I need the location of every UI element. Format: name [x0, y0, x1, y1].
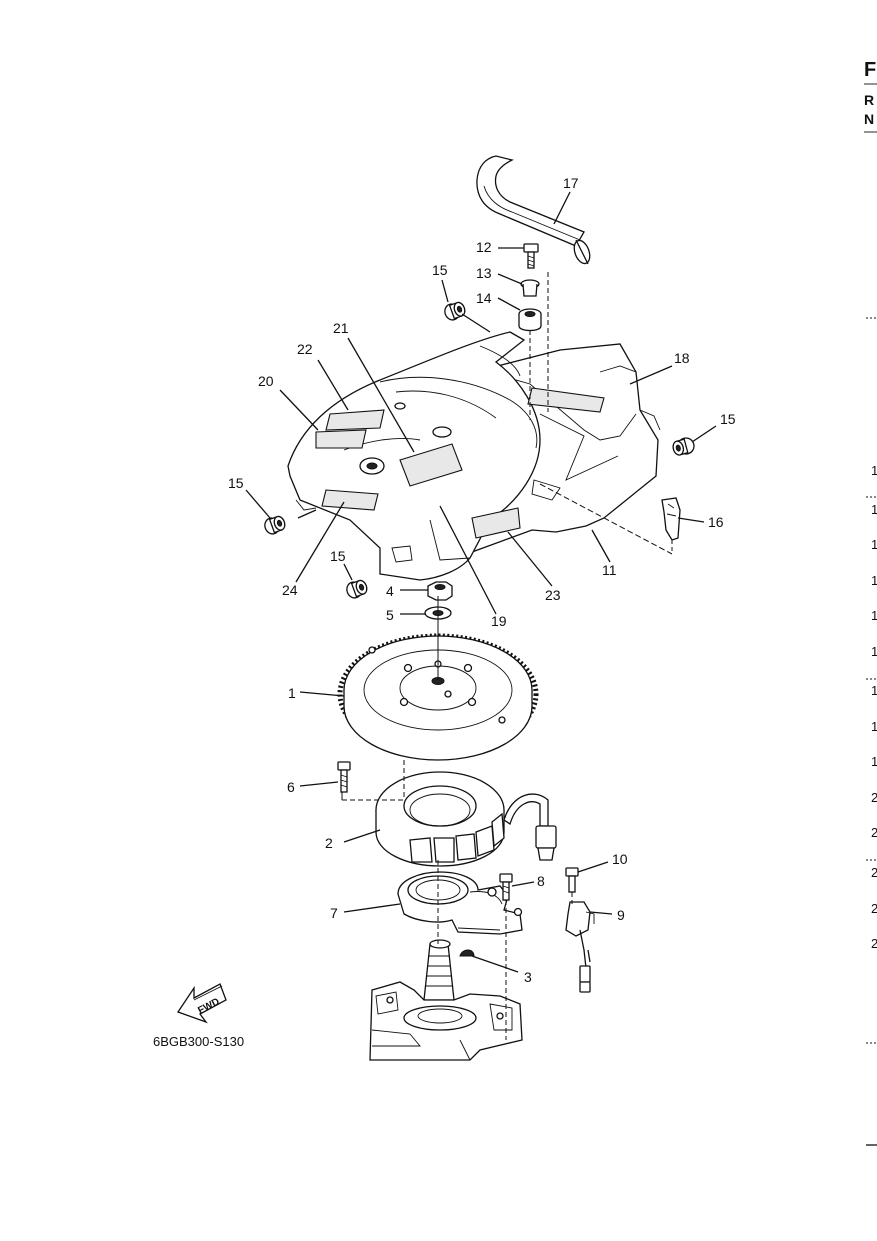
callout-10: 10 [612, 851, 628, 867]
callout-12: 12 [476, 239, 492, 255]
callout-15: 15 [330, 548, 346, 564]
callout-17: 17 [563, 175, 579, 191]
part-17-hose [476, 155, 591, 265]
stator-coils [409, 812, 505, 863]
part-12-bolt [523, 243, 539, 269]
part-4-nut [427, 581, 453, 601]
part-23-label [471, 507, 521, 539]
part-10-screw [565, 867, 579, 893]
part-14-grommet [518, 308, 542, 332]
fwd-arrow-icon: FWD [176, 983, 227, 1024]
callout-15: 15 [228, 475, 244, 491]
callout-23: 23 [545, 587, 561, 603]
part-20-label [315, 429, 367, 449]
callout-4: 4 [386, 583, 394, 599]
edge-header-letter: N [864, 111, 874, 127]
callout-15: 15 [432, 262, 448, 278]
callout-numbers: 1 2 3 4 5 6 7 8 9 10 11 12 13 14 15 15 1… [228, 175, 736, 985]
callout-11: 11 [602, 562, 617, 578]
callout-15: 15 [720, 411, 736, 427]
part-13-collar [520, 279, 540, 297]
callout-1: 1 [288, 685, 296, 701]
part-15-grommet [672, 437, 695, 456]
edge-row-digit: 1 [871, 573, 877, 588]
edge-row-digit: 1 [871, 502, 877, 517]
callout-18: 18 [674, 350, 690, 366]
callout-8: 8 [537, 873, 545, 889]
edge-row-digit: 1 [871, 537, 877, 552]
edge-row-digit: 1 [871, 463, 877, 478]
edge-row-digit: 1 [871, 683, 877, 698]
callout-24: 24 [282, 582, 298, 598]
assembly-lines [341, 272, 673, 1040]
part-21-label [399, 443, 463, 487]
callout-5: 5 [386, 607, 394, 623]
part-15-grommet [346, 579, 368, 599]
edge-row-digit: 2 [871, 901, 877, 916]
callout-21: 21 [333, 320, 349, 336]
part-3-key [459, 949, 475, 957]
callout-20: 20 [258, 373, 274, 389]
edge-header-letter: R [864, 92, 874, 108]
edge-header-letter: F [864, 59, 876, 81]
part-15-grommet [264, 515, 286, 535]
part-7-base [397, 871, 523, 935]
part-16-clip [661, 497, 681, 541]
crankshaft-and-block [369, 939, 523, 1061]
part-2-stator [375, 771, 557, 867]
edge-row-digit: 2 [871, 825, 877, 840]
leader-lines [245, 191, 717, 973]
edge-row-digit: 2 [871, 790, 877, 805]
edge-row-digit: 1 [871, 644, 877, 659]
edge-row-digit: 2 [871, 936, 877, 951]
callout-6: 6 [287, 779, 295, 795]
callout-22: 22 [297, 341, 313, 357]
right-edge-index: F R N 1 1 1 1 1 1 1 1 1 2 2 2 2 2 [864, 59, 877, 1146]
callout-3: 3 [524, 969, 532, 985]
part-18-label [527, 387, 605, 413]
callout-9: 9 [617, 907, 625, 923]
part-9-pulser-coil [565, 901, 595, 993]
part-24-label [321, 489, 379, 511]
callout-16: 16 [708, 514, 724, 530]
part-15-grommet [444, 301, 466, 321]
callout-14: 14 [476, 290, 492, 306]
callout-7: 7 [330, 905, 338, 921]
edge-row-digit: 1 [871, 719, 877, 734]
edge-row-digit: 1 [871, 754, 877, 769]
edge-row-digit: 2 [871, 865, 877, 880]
callout-2: 2 [325, 835, 333, 851]
callout-19: 19 [491, 613, 507, 629]
part-22-label [325, 409, 385, 431]
part-6-bolt [337, 761, 351, 793]
callout-13: 13 [476, 265, 492, 281]
figure-id: 6BGB300-S130 [153, 1034, 244, 1049]
part-1-flywheel [337, 633, 539, 761]
edge-row-digit: 1 [871, 608, 877, 623]
